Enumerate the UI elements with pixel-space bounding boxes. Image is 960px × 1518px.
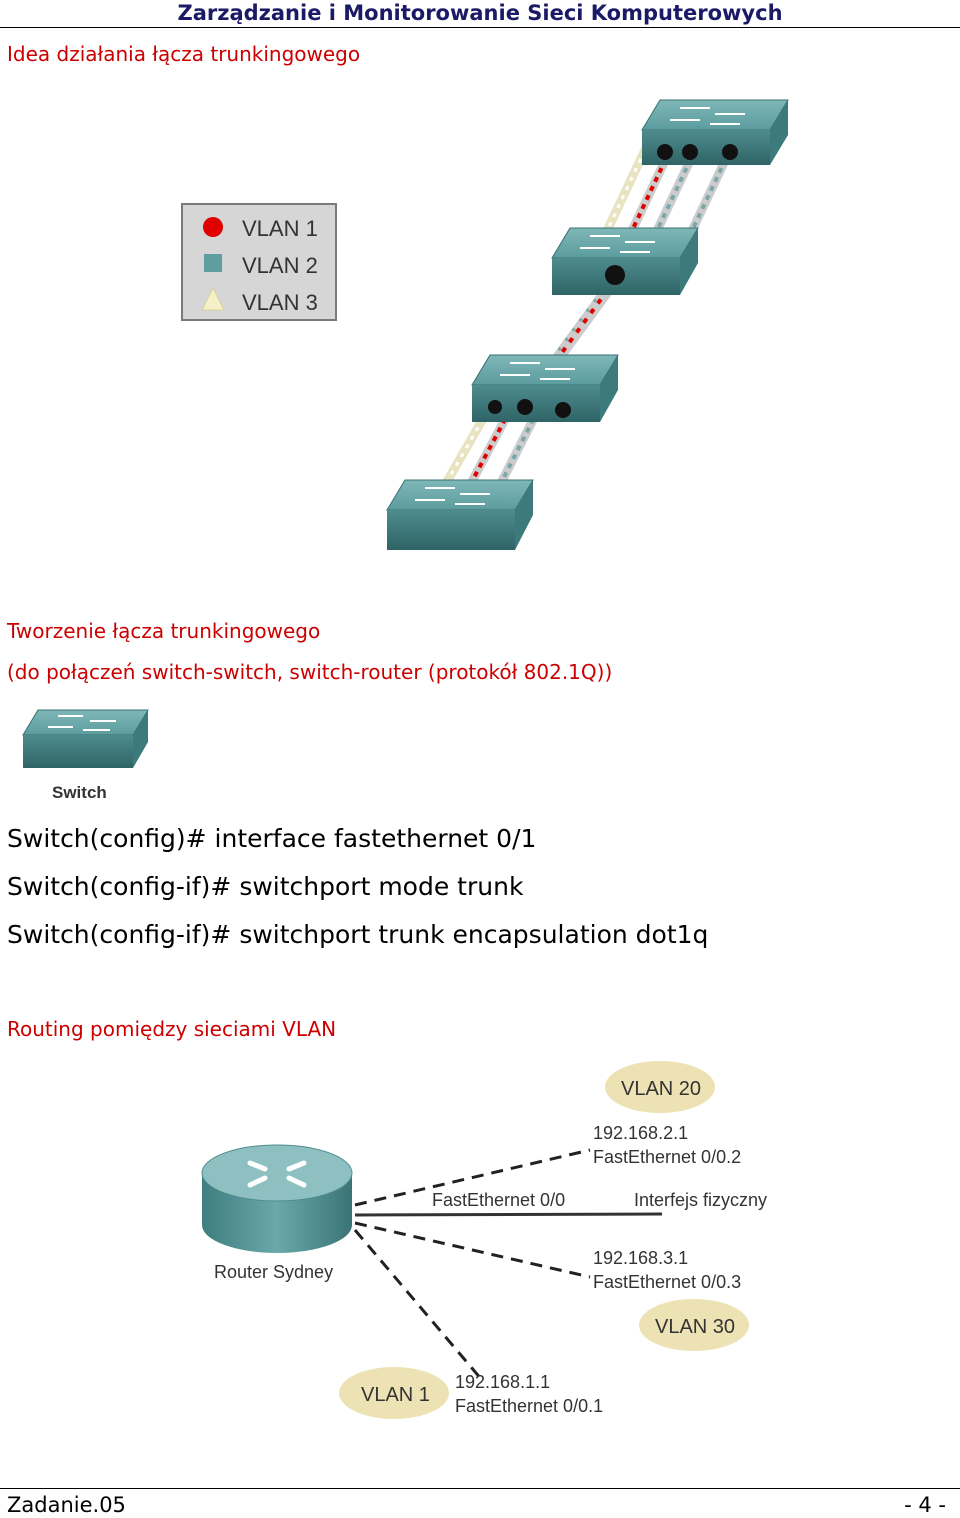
switch-icon-label: Switch xyxy=(52,783,107,802)
router-arrows-icon xyxy=(247,1160,307,1188)
vlan1-legend-marker xyxy=(203,217,223,237)
switch-lower-middle xyxy=(471,354,619,422)
vlan30-label: VLAN 30 xyxy=(655,1316,735,1338)
vlan30-bubble xyxy=(639,1299,749,1351)
vlan-legend: VLAN 1 VLAN 2 VLAN 3 xyxy=(181,203,337,321)
legend-label-vlan3: VLAN 3 xyxy=(242,290,318,315)
switch-icon-diagram: Switch xyxy=(22,709,149,802)
page-header-title: Zarządzanie i Monitorowanie Sieci Komput… xyxy=(177,1,783,25)
legend-label-vlan1: VLAN 1 xyxy=(242,216,318,241)
router-label: Router Sydney xyxy=(214,1262,333,1282)
section-subheading-trunk-scope: (do połączeń switch-switch, switch-route… xyxy=(7,660,613,684)
switch-upper-middle xyxy=(551,227,699,295)
vlan1-bubble xyxy=(339,1367,449,1419)
vlan1-label: VLAN 1 xyxy=(361,1384,430,1406)
command-line-2: Switch(config-if)# switchport mode trunk xyxy=(7,872,524,901)
footer-task-label: Zadanie.05 xyxy=(7,1493,126,1517)
link-vlan20 xyxy=(354,1148,591,1207)
physical-interface-desc: Interfejs fizyczny xyxy=(634,1190,767,1210)
cable-bundle-bottom xyxy=(440,405,543,490)
legend-label-vlan2: VLAN 2 xyxy=(242,253,318,278)
physical-interface-label: FastEthernet 0/0 xyxy=(432,1190,565,1210)
vlan2-legend-marker xyxy=(204,254,222,272)
switch-icon xyxy=(22,709,149,736)
command-line-1: Switch(config)# interface fastethernet 0… xyxy=(7,824,537,853)
page-number: - 4 - xyxy=(904,1493,946,1517)
vlan1-interface: FastEthernet 0/0.1 xyxy=(455,1396,603,1416)
command-line-3: Switch(config-if)# switchport trunk enca… xyxy=(7,920,709,949)
footer-divider xyxy=(0,1488,960,1489)
vlan20-bubble xyxy=(605,1061,715,1113)
link-vlan30 xyxy=(354,1221,591,1279)
section-heading-trunk-idea: Idea działania łącza trunkingowego xyxy=(7,42,361,66)
vlan20-interface: FastEthernet 0/0.2 xyxy=(593,1147,741,1167)
switch-top xyxy=(641,99,789,165)
vlan3-legend-marker xyxy=(201,286,225,311)
trunk-diagram: VLAN 1 VLAN 2 VLAN 3 xyxy=(181,99,789,550)
vlan20-label: VLAN 20 xyxy=(621,1078,701,1100)
vlan20-ip: 192.168.2.1 xyxy=(593,1123,688,1143)
vlan1-ip: 192.168.1.1 xyxy=(455,1372,550,1392)
section-heading-create-trunk: Tworzenie łącza trunkingowego xyxy=(7,619,321,643)
vlan30-interface: FastEthernet 0/0.3 xyxy=(593,1272,741,1292)
header-divider xyxy=(0,27,960,28)
physical-link xyxy=(354,1212,663,1217)
switch-bottom xyxy=(386,479,534,550)
link-vlan1 xyxy=(353,1229,484,1381)
router-sydney: Router Sydney xyxy=(201,1144,353,1282)
vlan-routing-diagram: Router Sydney VLAN 20 192.168.2.1 FastEt… xyxy=(201,1061,767,1419)
section-heading-vlan-routing: Routing pomiędzy sieciami VLAN xyxy=(7,1017,337,1041)
vlan30-ip: 192.168.3.1 xyxy=(593,1248,688,1268)
